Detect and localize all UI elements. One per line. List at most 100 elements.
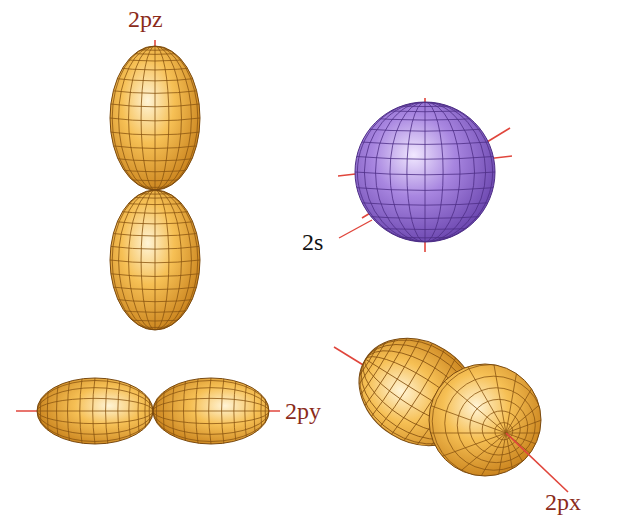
parallel-line <box>340 318 395 404</box>
meridian-line <box>506 320 571 433</box>
parallel-line <box>110 132 200 135</box>
parallel-line <box>254 378 256 444</box>
axis-lines <box>506 433 568 492</box>
lobe-outline <box>429 364 541 476</box>
parallel-line <box>93 378 95 444</box>
parallel-line <box>173 378 175 444</box>
orbital-lobe <box>153 378 269 444</box>
meridian-line <box>506 433 606 517</box>
parallel-line <box>110 287 200 290</box>
parallel-line <box>110 221 200 224</box>
parallel-line <box>395 330 573 501</box>
meridian-line <box>483 305 506 433</box>
meridian-line <box>119 190 192 330</box>
orbital-lobe <box>110 190 200 330</box>
parallel-line <box>110 47 200 50</box>
meridian-line <box>376 433 506 434</box>
meridian-line <box>141 46 169 190</box>
meridian-line <box>153 411 269 412</box>
parallel-line <box>110 158 200 161</box>
lobe-outline <box>37 378 153 444</box>
orbital-lobe <box>37 378 153 444</box>
parallel-line <box>432 365 550 478</box>
orbital-lobes <box>36 46 617 526</box>
parallel-line <box>209 378 211 444</box>
lobe-rotation <box>152 378 269 444</box>
orbital-label: 2pz <box>128 5 163 33</box>
parallel-line <box>355 117 495 120</box>
parallel-line <box>110 233 200 236</box>
parallel-line <box>110 185 200 188</box>
meridian-line <box>506 433 617 477</box>
orbital-label: 2py <box>285 397 321 425</box>
meridian-line <box>407 102 443 242</box>
lobe-outline <box>355 102 495 242</box>
meridian-line <box>376 102 475 242</box>
parallel-line <box>110 178 200 181</box>
parallel-line <box>110 260 200 263</box>
meridian-line <box>364 102 485 242</box>
parallel-line <box>106 378 108 444</box>
parallel-line <box>156 378 158 444</box>
parallel-line <box>110 246 200 249</box>
parallel-line <box>355 188 495 191</box>
parallel-line <box>47 378 49 444</box>
parallel-line <box>110 118 200 121</box>
meridian-line <box>155 190 156 330</box>
meridian-line <box>153 381 269 442</box>
parallel-line <box>110 325 200 328</box>
parallel-line <box>355 235 495 238</box>
parallel-line <box>110 67 200 70</box>
parallel-line <box>355 216 495 219</box>
meridian-line <box>441 433 506 526</box>
parallel-line <box>380 342 435 428</box>
meridian-line <box>357 102 492 242</box>
parallel-line <box>110 104 200 107</box>
parallel-line <box>261 378 263 444</box>
parallel-line <box>40 378 42 444</box>
parallel-line <box>80 378 82 444</box>
parallel-line <box>110 58 200 61</box>
parallel-line <box>355 156 495 159</box>
meridian-line <box>37 411 153 412</box>
meridian-line <box>406 349 506 433</box>
meridian-line <box>384 433 506 477</box>
orbital-lobe <box>110 46 200 190</box>
meridian-line <box>425 102 426 242</box>
parallel-line <box>234 378 236 444</box>
parallel-line <box>110 51 200 54</box>
lobe-outline <box>110 190 200 330</box>
meridian-line <box>141 190 169 330</box>
parallel-line <box>163 378 165 444</box>
lobe-grid <box>355 102 495 243</box>
leader-line <box>339 220 372 238</box>
parallel-line <box>138 378 140 444</box>
orbital-label: 2px <box>545 488 581 516</box>
parallel-line <box>129 378 131 444</box>
meridian-line <box>129 190 182 330</box>
meridian-line <box>483 433 506 526</box>
meridian-line <box>506 433 529 526</box>
lobe-grid <box>110 190 200 331</box>
parallel-line <box>110 90 200 93</box>
parallel-line <box>355 202 495 205</box>
parallel-line <box>420 353 558 485</box>
lobe-grid <box>152 378 269 444</box>
lobe-outline <box>153 378 269 444</box>
orbital-lobe <box>355 102 495 242</box>
parallel-line <box>110 195 200 198</box>
lobe-outline <box>110 46 200 190</box>
parallel-line <box>184 378 186 444</box>
meridian-line <box>119 46 192 190</box>
parallel-line <box>369 335 424 421</box>
meridian-line <box>155 46 156 190</box>
parallel-line <box>196 378 198 444</box>
parallel-line <box>68 378 70 444</box>
meridian-line <box>406 433 506 517</box>
meridian-line <box>506 389 617 433</box>
parallel-line <box>355 142 495 145</box>
meridian-line <box>112 46 198 190</box>
parallel-line <box>110 274 200 277</box>
parallel-line <box>355 172 495 175</box>
